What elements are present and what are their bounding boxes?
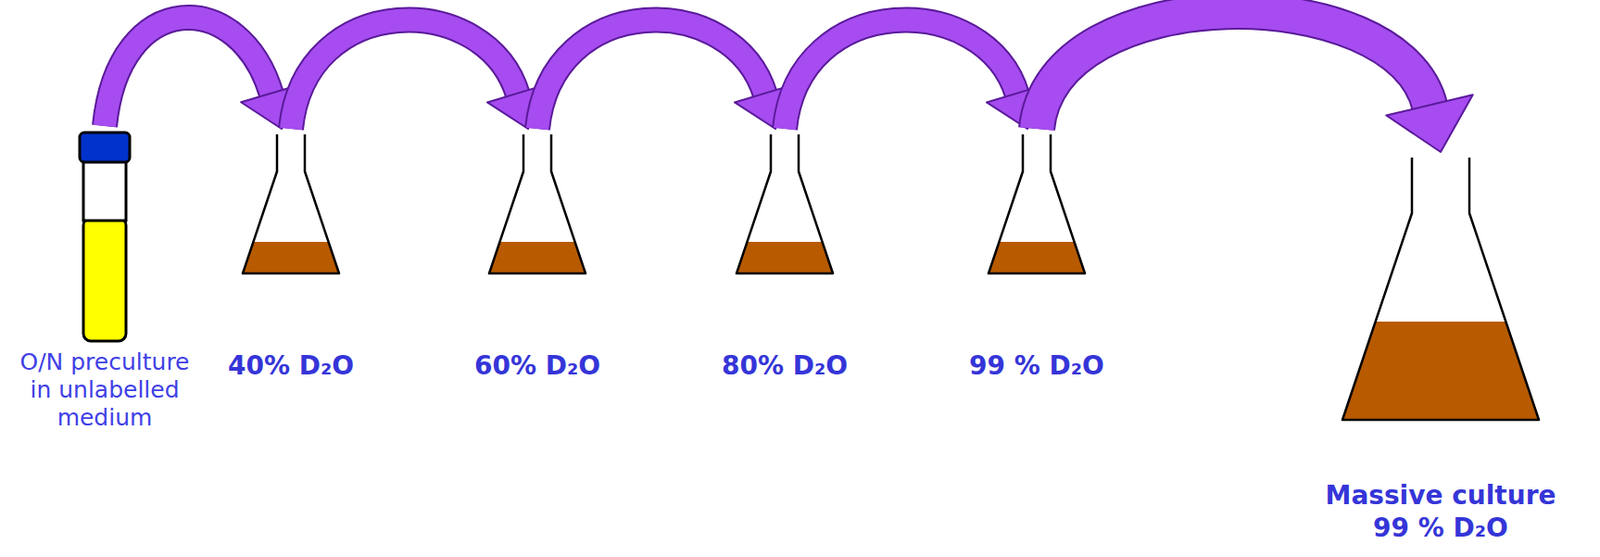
transfer-arrow (104, 17, 302, 129)
erlenmeyer-flask (486, 132, 589, 276)
transfer-arrow (537, 19, 795, 129)
culture-flask: 99 % D₂O (962, 132, 1111, 382)
culture-flask: 60% D₂O (467, 132, 607, 382)
culture-label: 60% D₂O (467, 349, 607, 382)
transfer-arrow (290, 19, 548, 129)
culture-flask: 80% D₂O (715, 132, 855, 382)
culture-flask: Massive culture 99 % D₂O (1310, 155, 1571, 544)
culture-label: 40% D₂O (221, 349, 361, 382)
culture-label: O/N preculture in unlabelled medium (7, 348, 202, 432)
erlenmeyer-flask (239, 132, 342, 276)
erlenmeyer-flask (1339, 155, 1542, 422)
test-tube (76, 129, 133, 345)
culture-label: Massive culture 99 % D₂O (1310, 478, 1571, 544)
culture-flask: 40% D₂O (221, 132, 361, 382)
preculture-tube: O/N preculture in unlabelled medium (7, 129, 202, 432)
culture-label: 80% D₂O (715, 349, 855, 382)
transfer-arrow (784, 19, 1047, 129)
erlenmeyer-flask (985, 132, 1088, 276)
transfer-arrow (1036, 11, 1474, 152)
culture-label: 99 % D₂O (962, 349, 1111, 382)
erlenmeyer-flask (733, 132, 836, 276)
